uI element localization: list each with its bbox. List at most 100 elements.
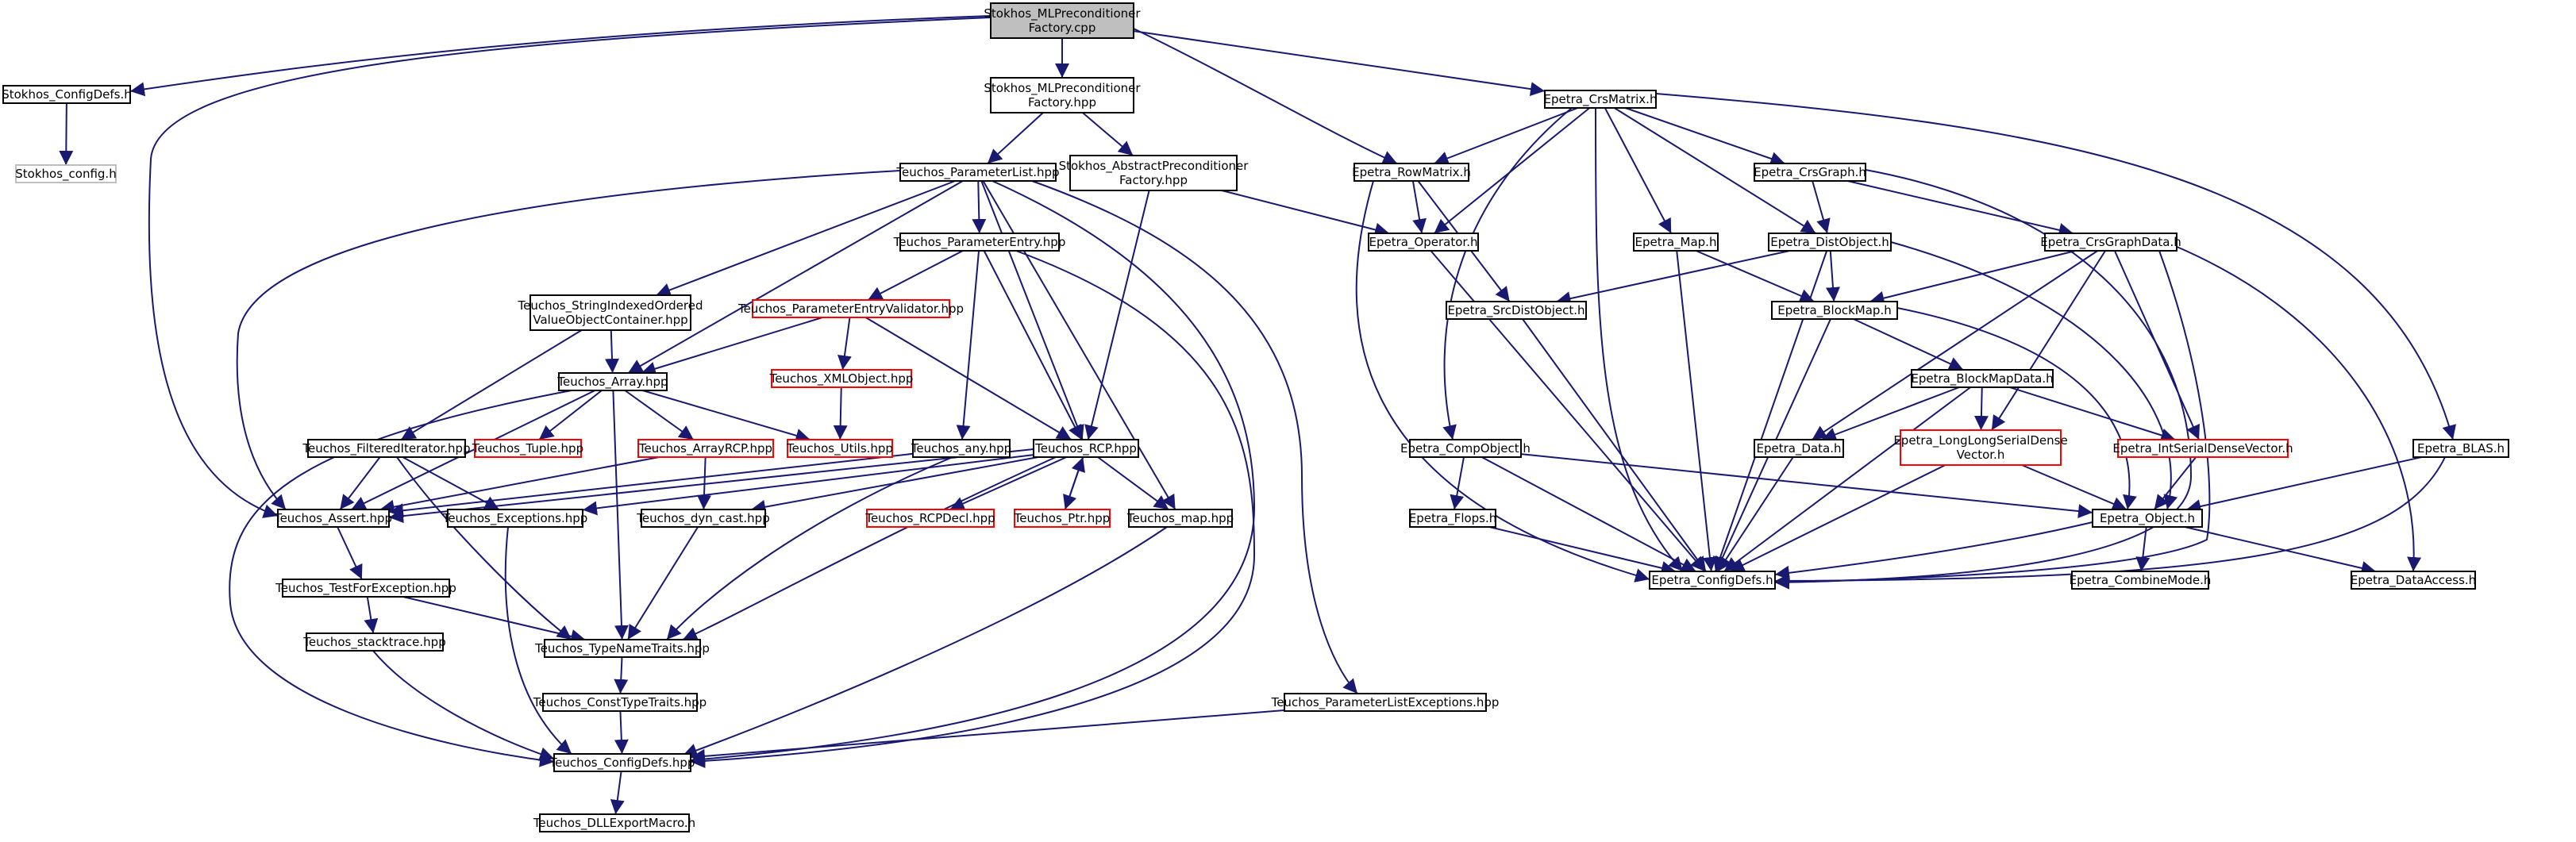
node-t-dyn[interactable]: Teuchos_dyn_cast.hpp: [636, 509, 770, 528]
node-e-comp[interactable]: Epetra_CompObject.h: [1400, 439, 1531, 458]
node-e-op[interactable]: Epetra_Operator.h: [1368, 233, 1479, 252]
node-e-obj[interactable]: Epetra_Object.h: [2092, 509, 2203, 528]
node-t-ptr[interactable]: Teuchos_Ptr.hpp: [1014, 509, 1111, 528]
node-label: Epetra_IntSerialDenseVector.h: [2112, 441, 2293, 456]
edge-e_comp-to-e_obj: [1520, 453, 2093, 519]
node-t-dll[interactable]: Teuchos_DLLExportMacro.h: [533, 813, 695, 832]
node-box: [282, 579, 450, 598]
edge-e_rowm-to-e_op: [1411, 180, 1427, 234]
node-t-map[interactable]: Teuchos_map.hpp: [1126, 509, 1234, 528]
node-box: [752, 299, 950, 318]
node-t-utils[interactable]: Teuchos_Utils.hpp: [786, 439, 893, 458]
node-e-comb[interactable]: Epetra_CombineMode.h: [2070, 571, 2212, 590]
edge-e_cgd-to-e_dacc: [2174, 245, 2422, 572]
edge-e_src-to-e_cfg: [1522, 318, 1707, 572]
node-label: Epetra_CrsGraph.h: [1754, 165, 1866, 180]
node-t-stack[interactable]: Teuchos_stacktrace.hpp: [302, 632, 446, 652]
node-t-arcp[interactable]: Teuchos_ArrayRCP.hpp: [637, 439, 774, 458]
node-stk-abs[interactable]: Stokhos_AbstractPreconditionerFactory.hp…: [1059, 155, 1249, 191]
node-e-rowm[interactable]: Epetra_RowMatrix.h: [1352, 163, 1471, 182]
node-box: [544, 639, 701, 658]
node-box: [2351, 571, 2476, 590]
node-e-crsm[interactable]: Epetra_CrsMatrix.h: [1544, 90, 1658, 109]
node-t-pentry[interactable]: Teuchos_ParameterEntry.hpp: [893, 233, 1066, 252]
node-box: [866, 509, 995, 528]
node-t-cfg[interactable]: Teuchos_ConfigDefs.hpp: [549, 753, 695, 772]
edge-t_exc-to-t_cfg: [504, 526, 572, 755]
node-t-sio[interactable]: Teuchos_StringIndexedOrderedValueObjectC…: [518, 294, 703, 331]
node-e-isd[interactable]: Epetra_IntSerialDenseVector.h: [2112, 439, 2293, 458]
edge-t_rcp-to-t_map: [1097, 456, 1169, 510]
node-box: [558, 372, 668, 391]
node-t-tuple[interactable]: Teuchos_Tuple.hpp: [472, 439, 583, 458]
node-stk-cfgdefs[interactable]: Stokhos_ConfigDefs.h: [2, 85, 132, 104]
edge-e_crsm-to-e_comp: [1442, 107, 1573, 440]
node-e-cfg[interactable]: Epetra_ConfigDefs.h: [1649, 571, 1776, 590]
node-e-bmd[interactable]: Epetra_BlockMapData.h: [1911, 369, 2054, 388]
edge-e_bmd-to-e_isd: [2009, 386, 2176, 443]
edge-t_tfe-to-t_tnt: [402, 596, 586, 644]
node-label: Stokhos_ConfigDefs.h: [2, 87, 132, 102]
node-label: Teuchos_TestForException.hpp: [275, 581, 456, 596]
file-nodes: Stokhos_MLPreconditionerFactory.cppStokh…: [2, 2, 2509, 832]
edge-root-to-e_crsm: [1133, 30, 1546, 97]
edge-t_plist-to-t_rcp: [980, 180, 1084, 440]
node-label: Teuchos_Assert.hpp: [274, 511, 392, 526]
node-box: [539, 813, 690, 832]
node-t-ple[interactable]: Teuchos_ParameterListExceptions.hpp: [1271, 693, 1500, 712]
node-label: Teuchos_any.hpp: [911, 441, 1011, 456]
edge-stk_abs-to-t_rcp: [1084, 190, 1150, 440]
node-e-src[interactable]: Epetra_SrcDistObject.h: [1446, 301, 1587, 320]
node-t-tnt[interactable]: Teuchos_TypeNameTraits.hpp: [534, 639, 710, 658]
node-t-filt[interactable]: Teuchos_FilteredIterator.hpp: [302, 439, 471, 458]
node-t-array[interactable]: Teuchos_Array.hpp: [556, 372, 668, 391]
node-e-crsg[interactable]: Epetra_CrsGraph.h: [1754, 163, 1866, 182]
edge-e_cgd-to-e_isd: [2113, 250, 2201, 440]
node-e-blas[interactable]: Epetra_BLAS.h: [2412, 439, 2509, 458]
node-box: [474, 439, 582, 458]
node-e-cgd[interactable]: Epetra_CrsGraphData.h: [2040, 233, 2181, 252]
edge-t_pev-to-t_xml: [837, 317, 852, 371]
node-box: [277, 509, 390, 528]
node-box: [771, 369, 912, 388]
node-label: Epetra_CrsGraphData.h: [2040, 235, 2181, 250]
node-t-tfe[interactable]: Teuchos_TestForException.hpp: [275, 579, 456, 598]
node-e-bmap[interactable]: Epetra_BlockMap.h: [1771, 301, 1898, 320]
node-t-any[interactable]: Teuchos_any.hpp: [911, 439, 1011, 458]
node-box: [1128, 509, 1233, 528]
node-e-dacc[interactable]: Epetra_DataAccess.h: [2351, 571, 2476, 590]
node-t-xml[interactable]: Teuchos_XMLObject.hpp: [769, 369, 914, 388]
node-t-rcp[interactable]: Teuchos_RCP.hpp: [1033, 439, 1139, 458]
node-e-data[interactable]: Epetra_Data.h: [1754, 439, 1844, 458]
node-box: [1409, 509, 1496, 528]
edge-e_data-to-e_cfg: [1717, 456, 1794, 572]
edge-t_plist-to-t_map: [982, 180, 1176, 510]
node-label: Teuchos_Ptr.hpp: [1014, 511, 1111, 526]
node-e-map[interactable]: Epetra_Map.h: [1633, 233, 1719, 252]
edge-root-to-stk_cfgdefs: [129, 15, 992, 97]
edge-e_dist-to-e_bmap: [1826, 250, 1840, 302]
edge-e_blas-to-e_obj: [2186, 456, 2422, 513]
node-t-pev[interactable]: Teuchos_ParameterEntryValidator.hpp: [737, 299, 964, 318]
node-t-rcpdecl[interactable]: Teuchos_RCPDecl.hpp: [864, 509, 995, 528]
node-box: [1911, 369, 2054, 388]
node-label: Epetra_DistObject.h: [1770, 235, 1889, 250]
edge-t_plist-to-t_assert: [236, 170, 901, 510]
node-label: Teuchos_ArrayRCP.hpp: [638, 441, 772, 456]
edge-root-to-t_assert: [148, 17, 992, 518]
node-e-dist[interactable]: Epetra_DistObject.h: [1768, 233, 1892, 252]
node-t-assert[interactable]: Teuchos_Assert.hpp: [274, 509, 392, 528]
node-t-exc[interactable]: Teuchos_Exceptions.hpp: [442, 509, 588, 528]
edge-e_obj-to-e_cfg: [1774, 521, 2093, 580]
edge-e_bmap-to-e_bmd: [1853, 318, 1964, 371]
node-e-flops[interactable]: Epetra_Flops.h: [1409, 509, 1497, 528]
node-t-plist[interactable]: Teuchos_ParameterList.hpp: [895, 163, 1060, 182]
node-box: [787, 439, 893, 458]
node-t-ctt[interactable]: Teuchos_ConstTypeTraits.hpp: [533, 693, 707, 712]
edge-e_obj-to-e_dacc: [2185, 526, 2376, 575]
edge-t_ctt-to-t_cfg: [614, 710, 629, 755]
node-label: Epetra_BlockMap.h: [1777, 303, 1891, 318]
